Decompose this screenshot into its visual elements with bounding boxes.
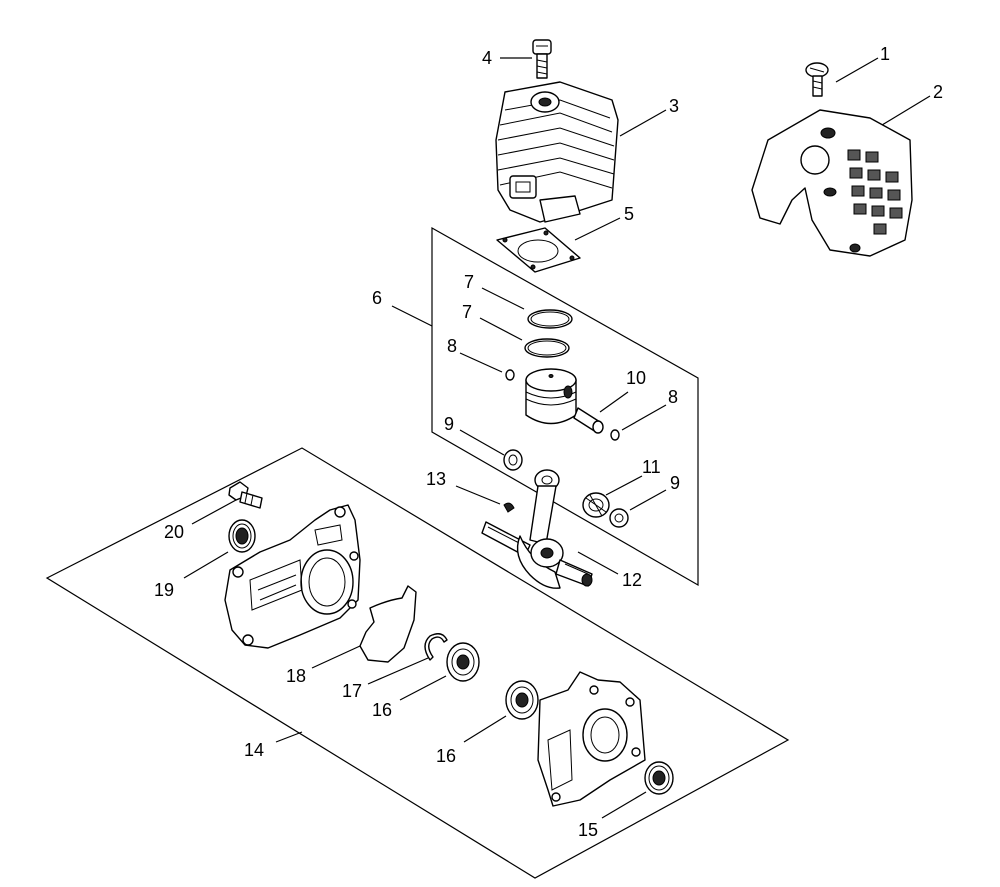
- ball-bearing-upper-part: [446, 642, 480, 682]
- leader-line-1: [835, 57, 879, 83]
- needle-bearing-part: [582, 492, 610, 518]
- piston-ring-upper-part: [527, 309, 573, 329]
- leader-line-6: [391, 305, 433, 327]
- callout-9a: 9: [444, 414, 454, 434]
- leader-line-9a: [459, 429, 505, 456]
- thrust-washer-left-part: [503, 449, 523, 471]
- leader-line-3: [619, 109, 667, 137]
- leader-line-7a: [481, 287, 525, 310]
- callout-19: 19: [154, 580, 174, 600]
- callout-16b: 16: [436, 746, 456, 766]
- callout-8a: 8: [447, 336, 457, 356]
- callout-11: 11: [642, 457, 661, 477]
- leader-line-12: [577, 551, 619, 575]
- leader-line-10: [599, 391, 629, 413]
- leader-line-15: [601, 791, 647, 819]
- thrust-washer-right-part: [609, 508, 629, 528]
- callout-7a: 7: [464, 272, 474, 292]
- leader-line-11: [605, 475, 643, 496]
- leader-line-13: [455, 485, 501, 505]
- callout-7b: 7: [462, 302, 472, 322]
- leader-line-16b: [463, 715, 507, 743]
- leader-line-14: [275, 731, 303, 743]
- cover-screw-part: [805, 62, 829, 97]
- leader-line-19: [183, 551, 229, 579]
- callout-18: 18: [286, 666, 306, 686]
- piston-crank-group-outline: [431, 226, 699, 587]
- oil-seal-left-part: [228, 519, 256, 553]
- bearing-circlip-part: [424, 633, 448, 661]
- cylinder-part: [495, 81, 619, 223]
- leader-line-5: [574, 217, 621, 241]
- crankcase-group-outline: [45, 447, 790, 879]
- crankcase-plug-part: [228, 481, 263, 509]
- callout-2: 2: [933, 82, 943, 102]
- leader-line-9b: [629, 489, 667, 511]
- leader-line-8b: [621, 404, 667, 431]
- callout-12: 12: [622, 570, 642, 590]
- callout-16a: 16: [372, 700, 392, 720]
- woodruff-key-part: [503, 502, 515, 513]
- callout-17: 17: [342, 681, 362, 701]
- leader-line-7b: [479, 317, 523, 341]
- leader-line-2: [881, 95, 931, 126]
- oil-seal-right-part: [644, 761, 674, 795]
- leader-line-16a: [399, 675, 447, 701]
- piston-pin-part: [573, 407, 604, 434]
- callout-1: 1: [880, 44, 890, 64]
- callout-8b: 8: [668, 387, 678, 407]
- callout-14: 14: [244, 740, 264, 760]
- cylinder-bolt-part: [532, 39, 552, 79]
- ball-bearing-lower-part: [505, 680, 539, 720]
- callout-9b: 9: [670, 473, 680, 493]
- piston-pin-clip-right-part: [610, 429, 620, 441]
- callout-5: 5: [624, 204, 634, 224]
- callout-4: 4: [482, 48, 492, 68]
- callout-20: 20: [164, 522, 184, 542]
- callout-10: 10: [626, 368, 646, 388]
- piston-pin-clip-left-part: [505, 369, 515, 381]
- leader-line-8a: [459, 352, 503, 373]
- top-cover-part: [751, 109, 913, 257]
- leader-line-17: [367, 657, 429, 685]
- callout-15: 15: [578, 820, 598, 840]
- piston-part: [525, 368, 577, 425]
- crankcase-gasket-part: [359, 585, 417, 663]
- callout-6: 6: [372, 288, 382, 308]
- callout-13: 13: [426, 469, 446, 489]
- cylinder-gasket-part: [496, 227, 581, 273]
- callout-3: 3: [669, 96, 679, 116]
- leader-line-20: [191, 499, 237, 525]
- crankcase-left-half-part: [224, 504, 361, 649]
- crankcase-right-half-part: [537, 671, 646, 807]
- piston-ring-lower-part: [524, 338, 570, 358]
- leader-line-18: [311, 645, 361, 669]
- crankshaft-part: [481, 469, 593, 589]
